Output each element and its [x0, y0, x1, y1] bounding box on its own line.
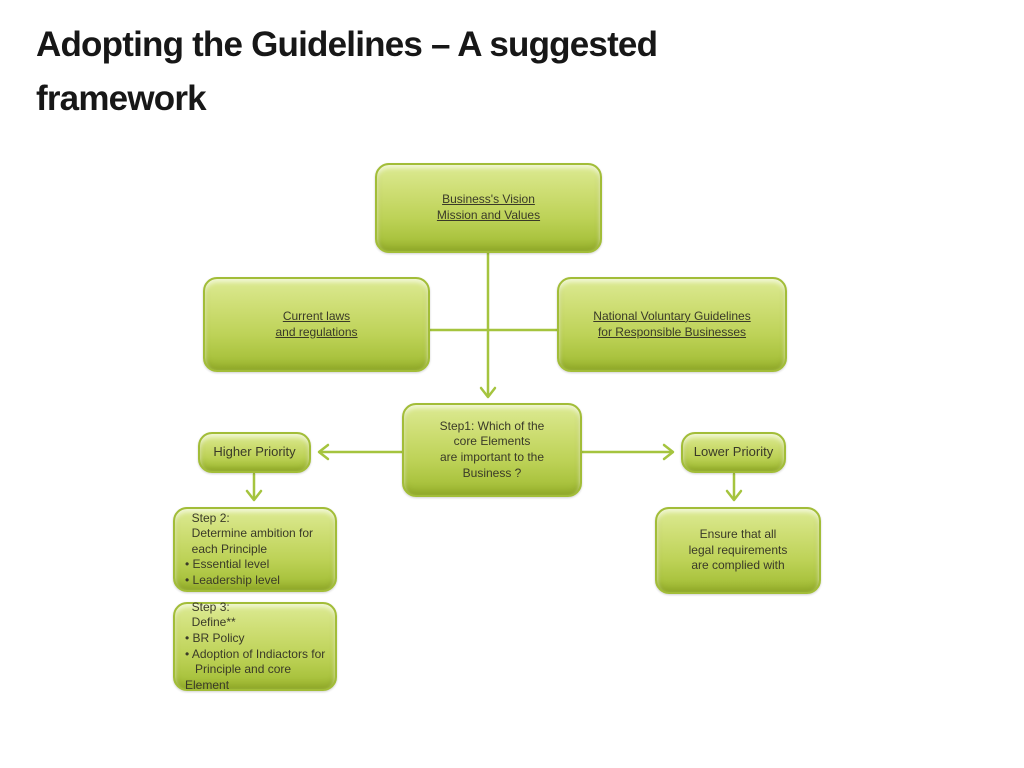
- arrowhead-down-icon: [245, 489, 263, 502]
- node-national-voluntary-guidelines: National Voluntary Guidelines for Respon…: [557, 277, 787, 372]
- node-ensure-legal-label: Ensure that all legal requirements are c…: [688, 527, 788, 573]
- node-step2: Step 2: Determine ambition for each Prin…: [173, 507, 337, 592]
- node-step3-label: Step 3: Define** • BR Policy • Adoption …: [185, 599, 326, 692]
- arrowhead-down-icon: [479, 386, 497, 399]
- slide-title: Adopting the Guidelines – A suggested fr…: [36, 25, 658, 119]
- node-current-laws: Current laws and regulations: [203, 277, 430, 372]
- node-ensure-legal: Ensure that all legal requirements are c…: [655, 507, 821, 594]
- node-step1: Step1: Which of the core Elements are im…: [402, 403, 582, 497]
- node-step3: Step 3: Define** • BR Policy • Adoption …: [173, 599, 337, 692]
- node-higher-priority: Higher Priority: [198, 432, 311, 473]
- arrowhead-left-icon: [317, 443, 330, 461]
- node-business-vision-label: Business's Vision Mission and Values: [436, 192, 541, 222]
- node-business-vision: Business's Vision Mission and Values: [375, 163, 602, 253]
- connector-lower-to-ensure: [725, 472, 743, 502]
- node-higher-priority-label: Higher Priority: [213, 444, 296, 460]
- node-lower-priority: Lower Priority: [681, 432, 786, 473]
- node-lower-priority-label: Lower Priority: [693, 444, 774, 460]
- node-national-voluntary-guidelines-label: National Voluntary Guidelines for Respon…: [593, 308, 751, 339]
- arrowhead-right-icon: [662, 443, 675, 461]
- node-step2-label: Step 2: Determine ambition for each Prin…: [185, 510, 314, 587]
- connector-step1-to-higher: [317, 443, 404, 461]
- connector-step1-to-lower: [580, 443, 675, 461]
- node-current-laws-label: Current laws and regulations: [275, 308, 358, 339]
- connector-higher-to-step2: [245, 472, 263, 502]
- node-step1-label: Step1: Which of the core Elements are im…: [439, 418, 545, 480]
- connector-vision-to-step1: [479, 251, 497, 399]
- arrowhead-down-icon: [725, 489, 743, 502]
